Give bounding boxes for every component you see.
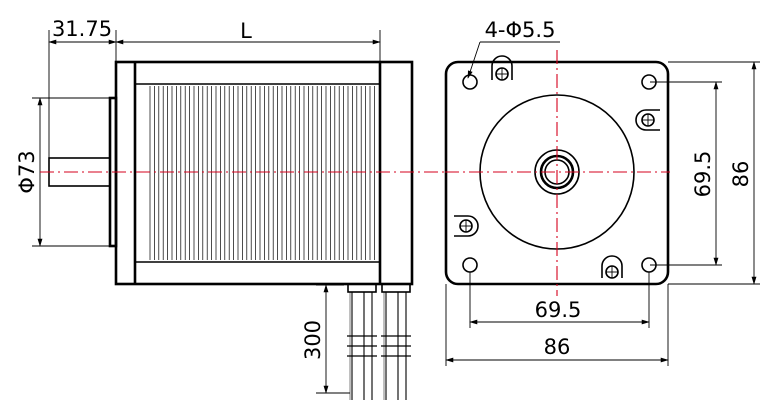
screw-bosses — [454, 55, 660, 279]
motor-body — [114, 60, 414, 286]
lead-wires — [347, 283, 411, 400]
front-view: 4-Φ5.5 69.5 86 69.5 86 — [444, 18, 760, 366]
flange-height-label: 86 — [729, 161, 753, 188]
flange-width-label: 86 — [544, 335, 571, 359]
mount-hole-tl — [462, 74, 478, 90]
holes-label: 4-Φ5.5 — [485, 18, 556, 42]
body-length-label: L — [240, 19, 252, 43]
shaft-diameter-label: Φ73 — [15, 150, 39, 193]
bolt-spacing-horizontal-label: 69.5 — [535, 298, 582, 322]
side-view: 31.75 L Φ73 300 — [15, 17, 445, 400]
cooling-fins — [149, 86, 375, 260]
shaft-length-label: 31.75 — [52, 17, 112, 41]
lead-length-label: 300 — [301, 320, 325, 360]
bolt-spacing-vertical-label: 69.5 — [691, 151, 715, 198]
mount-hole-bl — [462, 257, 478, 273]
